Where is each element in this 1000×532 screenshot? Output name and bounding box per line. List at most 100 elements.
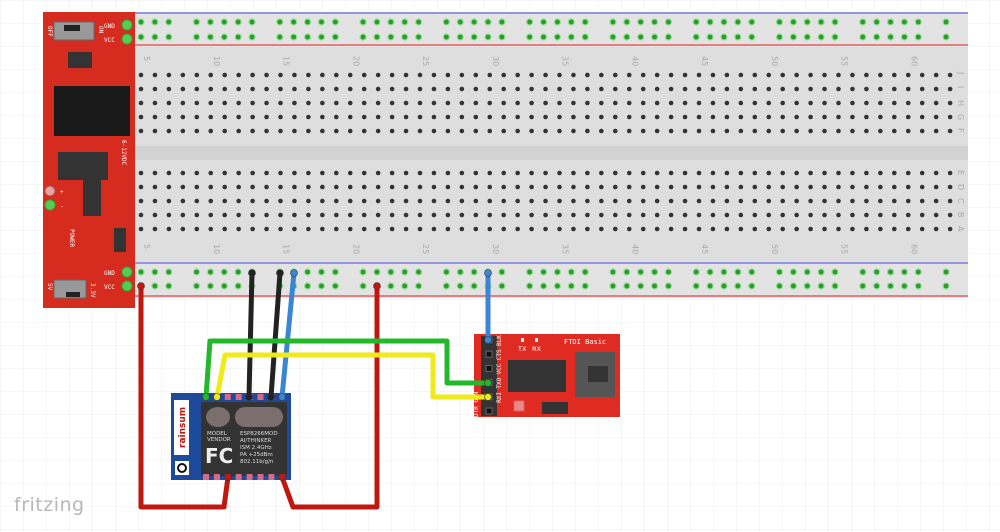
breadboard-hole[interactable] [278, 114, 283, 120]
breadboard-hole[interactable] [696, 100, 702, 106]
breadboard-hole[interactable] [905, 198, 911, 204]
breadboard-hole[interactable] [878, 100, 883, 106]
breadboard-hole[interactable] [222, 86, 227, 92]
breadboard-hole[interactable] [794, 100, 799, 106]
rail-hole[interactable] [886, 33, 895, 41]
breadboard-hole[interactable] [403, 212, 409, 218]
breadboard-hole[interactable] [766, 114, 772, 120]
breadboard-hole[interactable] [347, 100, 353, 106]
breadboard-hole[interactable] [431, 212, 437, 218]
breadboard-hole[interactable] [780, 114, 785, 120]
breadboard-hole[interactable] [850, 226, 855, 232]
breadboard-hole[interactable] [445, 114, 451, 120]
rail-hole[interactable] [803, 282, 811, 290]
breadboard-hole[interactable] [585, 170, 590, 176]
breadboard-hole[interactable] [236, 72, 241, 78]
breadboard-hole[interactable] [459, 114, 465, 120]
breadboard-hole[interactable] [138, 184, 144, 190]
breadboard-hole[interactable] [208, 86, 214, 92]
breadboard-hole[interactable] [682, 72, 688, 78]
rail-hole[interactable] [498, 33, 506, 41]
breadboard-hole[interactable] [947, 128, 953, 134]
rail-hole[interactable] [567, 268, 575, 276]
breadboard-hole[interactable] [501, 114, 507, 120]
breadboard-hole[interactable] [166, 72, 172, 78]
breadboard-hole[interactable] [194, 86, 200, 92]
rail-hole[interactable] [206, 18, 215, 26]
breadboard-hole[interactable] [375, 72, 381, 78]
esp-pin[interactable] [257, 474, 264, 480]
breadboard-hole[interactable] [236, 86, 241, 92]
breadboard-hole[interactable] [780, 170, 785, 176]
rail-hole[interactable] [609, 282, 617, 290]
rail-hole[interactable] [539, 268, 548, 276]
breadboard-hole[interactable] [905, 128, 911, 134]
rail-hole[interactable] [359, 282, 367, 290]
ftdi-pin[interactable] [485, 350, 493, 358]
rail-hole[interactable] [317, 33, 326, 41]
breadboard-hole[interactable] [822, 226, 827, 232]
rail-hole[interactable] [581, 268, 589, 276]
breadboard-hole[interactable] [194, 72, 200, 78]
breadboard-hole[interactable] [724, 226, 730, 232]
breadboard-hole[interactable] [626, 198, 632, 204]
rail-hole[interactable] [873, 33, 881, 41]
breadboard-hole[interactable] [919, 198, 925, 204]
breadboard-hole[interactable] [152, 184, 158, 190]
breadboard-hole[interactable] [947, 100, 953, 106]
breadboard-hole[interactable] [334, 198, 339, 204]
rail-hole[interactable] [581, 33, 589, 41]
rail-hole[interactable] [373, 268, 381, 276]
breadboard-hole[interactable] [361, 114, 367, 120]
breadboard-hole[interactable] [864, 198, 869, 204]
rail-hole[interactable] [415, 33, 423, 41]
breadboard-hole[interactable] [794, 72, 799, 78]
breadboard-hole[interactable] [933, 86, 939, 92]
breadboard-hole[interactable] [375, 114, 381, 120]
breadboard-hole[interactable] [892, 184, 897, 190]
breadboard-hole[interactable] [919, 184, 925, 190]
breadboard-hole[interactable] [264, 212, 269, 218]
rail-hole[interactable] [859, 268, 867, 276]
rail-hole[interactable] [748, 33, 756, 41]
breadboard-hole[interactable] [626, 184, 632, 190]
rail-hole[interactable] [317, 282, 326, 290]
breadboard-hole[interactable] [320, 198, 325, 204]
breadboard-hole[interactable] [892, 100, 897, 106]
breadboard-hole[interactable] [836, 72, 841, 78]
breadboard-hole[interactable] [529, 170, 534, 176]
rail-hole[interactable] [387, 282, 395, 290]
pin-vcc[interactable] [121, 280, 133, 292]
rail-hole[interactable] [470, 33, 478, 41]
breadboard-hole[interactable] [431, 170, 437, 176]
breadboard-hole[interactable] [138, 128, 144, 134]
breadboard-hole[interactable] [375, 184, 381, 190]
rail-hole[interactable] [720, 18, 728, 26]
rail-hole[interactable] [831, 18, 839, 26]
breadboard-hole[interactable] [152, 212, 158, 218]
rail-hole[interactable] [331, 268, 339, 276]
breadboard-hole[interactable] [822, 72, 827, 78]
breadboard-hole[interactable] [640, 170, 646, 176]
breadboard-hole[interactable] [668, 184, 674, 190]
breadboard-hole[interactable] [905, 86, 911, 92]
breadboard-hole[interactable] [947, 184, 953, 190]
breadboard-hole[interactable] [361, 170, 367, 176]
breadboard-hole[interactable] [403, 100, 409, 106]
breadboard-hole[interactable] [515, 100, 520, 106]
breadboard-hole[interactable] [347, 184, 353, 190]
breadboard-hole[interactable] [640, 72, 646, 78]
breadboard-hole[interactable] [905, 114, 911, 120]
breadboard-hole[interactable] [180, 212, 186, 218]
breadboard-hole[interactable] [222, 226, 227, 232]
breadboard-hole[interactable] [905, 226, 911, 232]
rail-hole[interactable] [206, 33, 215, 41]
breadboard-hole[interactable] [292, 114, 297, 120]
breadboard-hole[interactable] [571, 198, 576, 204]
breadboard-hole[interactable] [599, 72, 604, 78]
breadboard-hole[interactable] [445, 170, 451, 176]
breadboard-hole[interactable] [919, 72, 925, 78]
breadboard-hole[interactable] [515, 170, 520, 176]
breadboard-hole[interactable] [473, 184, 479, 190]
